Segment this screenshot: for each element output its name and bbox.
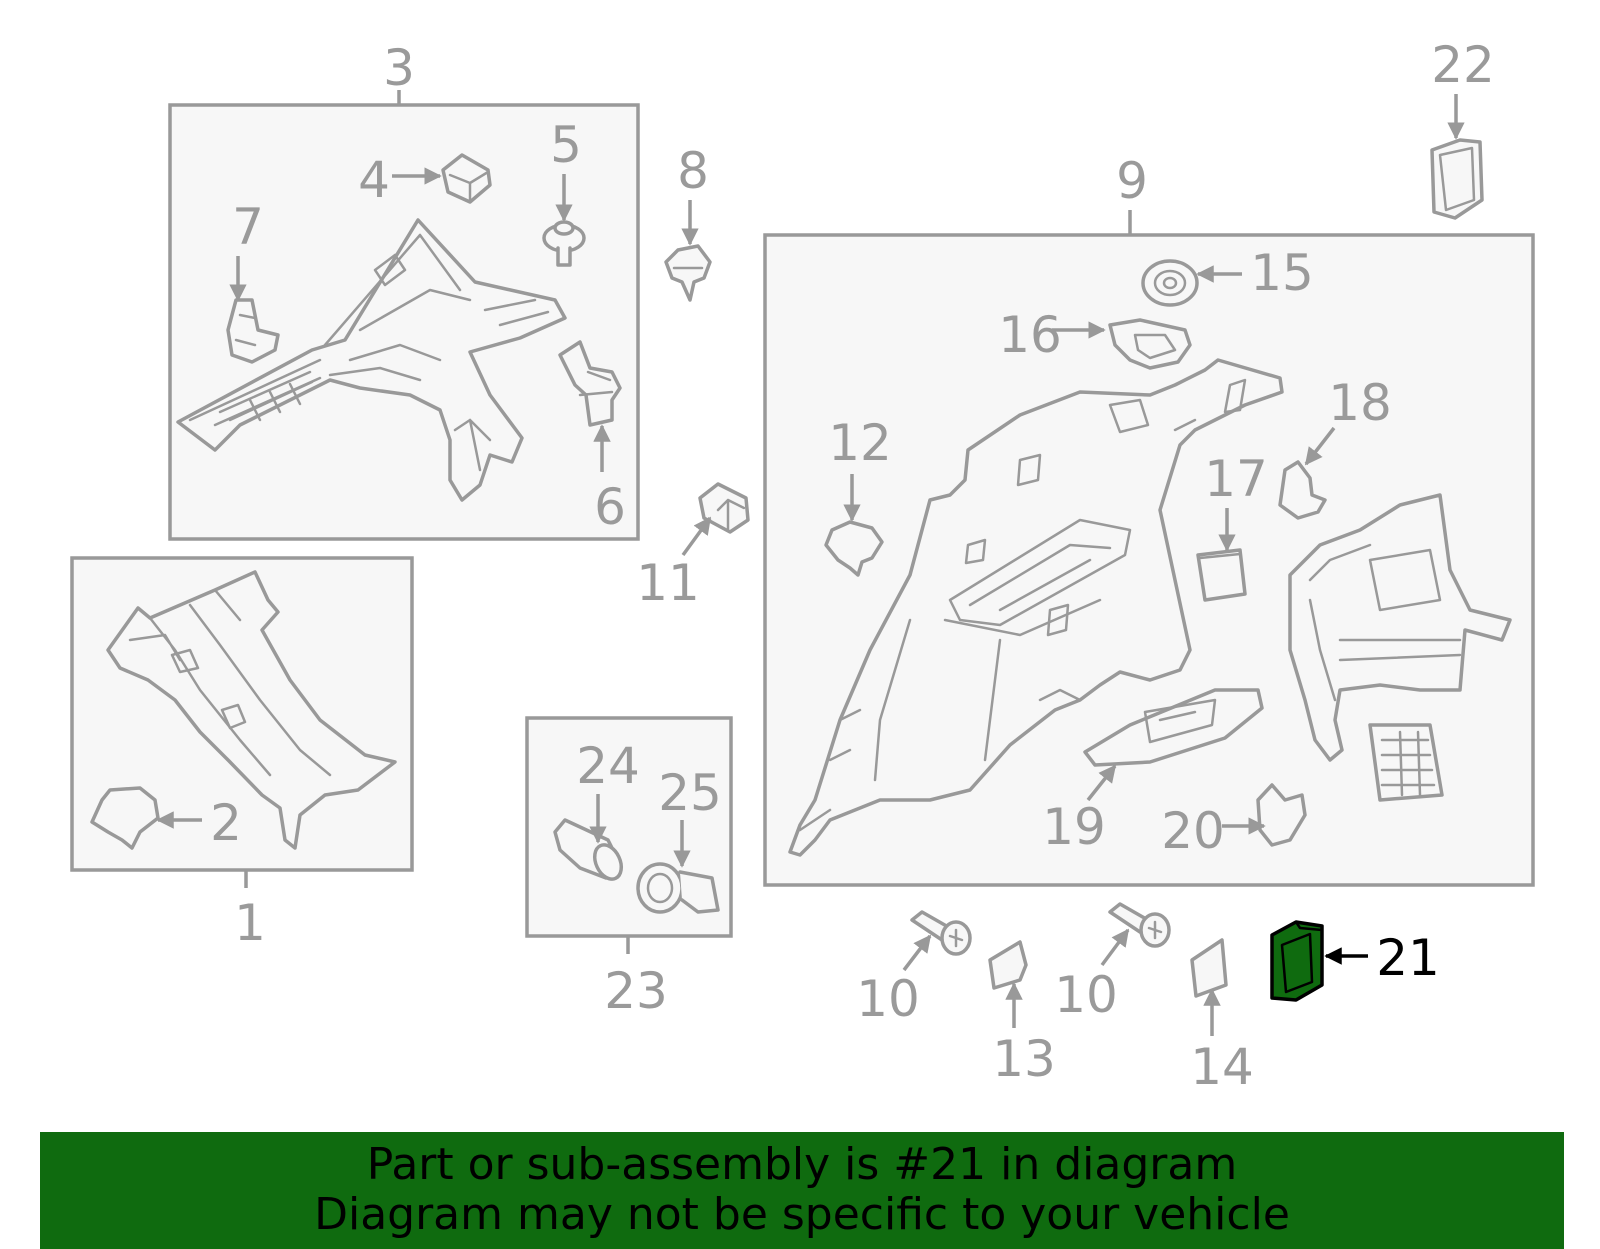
callout-10b: 10 [1054, 966, 1118, 1024]
part-3-side-member [176, 218, 567, 502]
part-19-handle [1083, 688, 1264, 767]
part-20-clip [1256, 783, 1307, 847]
callout-21: 21 [1376, 929, 1440, 987]
callout-10a: 10 [856, 970, 920, 1028]
part-info-banner: Part or sub-assembly is #21 in diagram D… [40, 1132, 1564, 1249]
group-box-3: 3 4 5 6 7 [168, 39, 640, 541]
part-10b-screw [1108, 902, 1171, 948]
part-5-push-clip [542, 220, 586, 267]
callout-11: 11 [636, 554, 700, 612]
callout-1: 1 [234, 894, 266, 952]
part-9-rear-trim [1288, 493, 1512, 762]
callout-4: 4 [358, 151, 390, 209]
callout-20: 20 [1161, 802, 1225, 860]
part-14-cap [1190, 938, 1228, 998]
part-16-bracket [1108, 318, 1192, 370]
part-4-clip [441, 153, 492, 204]
part-1-cross-member [106, 570, 397, 850]
callout-5: 5 [550, 116, 582, 174]
callout-13: 13 [992, 1030, 1056, 1088]
callout-14: 14 [1190, 1038, 1254, 1096]
callout-18: 18 [1328, 374, 1392, 432]
callout-12: 12 [828, 414, 892, 472]
callout-2: 2 [210, 794, 242, 852]
group-box-9: 9 15 16 12 17 18 19 20 [763, 152, 1535, 887]
part-9-quarter-trim [788, 358, 1284, 857]
callout-15: 15 [1250, 244, 1314, 302]
part-7-clip [226, 298, 280, 364]
callout-17: 17 [1204, 450, 1268, 508]
part-13-cap [988, 940, 1028, 990]
parts-diagram: 3 4 5 6 7 2 1 8 11 [70, 36, 1535, 1096]
group-box-1: 2 1 [70, 556, 414, 952]
part-10a-screw [910, 910, 972, 956]
part-22-cover [1430, 138, 1484, 220]
callout-3: 3 [383, 39, 415, 97]
part-21-highlighted[interactable] [1270, 920, 1324, 1002]
callout-6: 6 [594, 478, 626, 536]
callout-22: 22 [1431, 36, 1495, 94]
callout-19: 19 [1042, 798, 1106, 856]
callout-8: 8 [677, 142, 709, 200]
part-24-socket [553, 818, 624, 881]
part-25-cover [636, 862, 720, 914]
part-18-clip [1278, 460, 1327, 520]
part-15-speaker [1141, 259, 1199, 307]
callout-25: 25 [658, 764, 722, 822]
callout-16: 16 [998, 306, 1062, 364]
part-6-connector [558, 340, 622, 427]
callout-7: 7 [232, 198, 264, 256]
part-9-vent-grille [1368, 723, 1444, 802]
callout-24: 24 [576, 737, 640, 795]
part-12-grommet [824, 520, 884, 577]
group-box-23: 24 25 23 [525, 716, 733, 1020]
banner-line-2: Diagram may not be specific to your vehi… [314, 1189, 1290, 1240]
part-2-grommet [90, 786, 160, 850]
callout-9: 9 [1116, 152, 1148, 210]
callout-23: 23 [604, 962, 668, 1020]
part-8-clip [664, 244, 712, 302]
banner-line-1: Part or sub-assembly is #21 in diagram [366, 1139, 1238, 1190]
part-17-cap [1196, 548, 1247, 602]
